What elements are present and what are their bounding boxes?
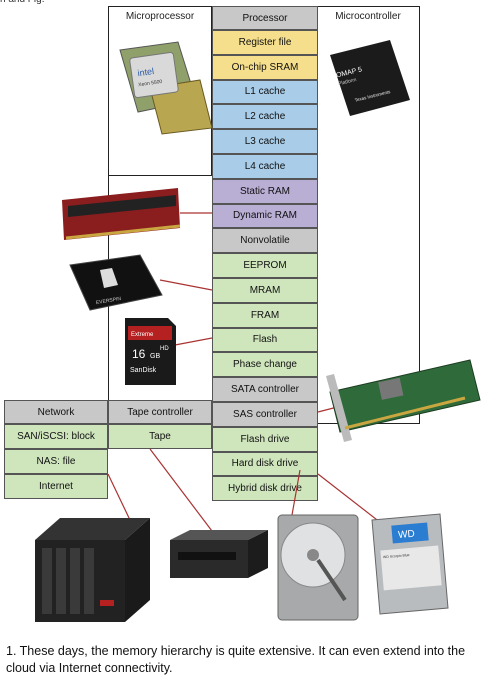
network-item-internet-label: Internet (39, 481, 73, 492)
tape-item-label: Tape (149, 431, 171, 442)
network-header-cell: Network (4, 400, 108, 424)
processor-cell-3: L2 cache (212, 104, 318, 130)
processor-cell-15: SAS controller (212, 402, 318, 427)
processor-cell-label: FRAM (250, 309, 280, 321)
processor-cell-5: L4 cache (212, 154, 318, 179)
processor-cell-label: Hybrid disk drive (228, 483, 302, 495)
processor-cell-1: On-chip SRAM (212, 54, 318, 80)
tape-controller-header-cell: Tape controller (108, 400, 212, 424)
sd-line-text: Extreme (131, 332, 154, 338)
tape-controller-header-label: Tape controller (127, 406, 193, 418)
processor-cell-11: FRAM (212, 302, 318, 328)
intel-brand-text: intel (137, 66, 155, 78)
processor-cell-8: Nonvolatile (212, 228, 318, 254)
network-item-san: SAN/iSCSI: block (4, 424, 108, 449)
sd-brand-text: SanDisk (130, 367, 157, 374)
intel-model-text: Xeon 5500 (138, 79, 163, 88)
wd-brand-text: WD (398, 529, 416, 541)
processor-cell-label: Flash (252, 334, 278, 346)
processor-cell-label: Flash drive (240, 433, 290, 445)
hard-disk-drive (277, 514, 359, 621)
figure-caption: 1. These days, the memory hierarchy is q… (6, 644, 466, 675)
network-item-nas-label: NAS: file (36, 456, 76, 467)
processor-cell-label: L1 cache (244, 86, 286, 98)
intel-cpu-chip: intel Xeon 5500 (119, 41, 213, 135)
ssd-drive: EVERSPIN (69, 254, 163, 311)
processor-cell-18: Hybrid disk drive (212, 476, 318, 502)
top-cut-text: n and Fig. (0, 0, 90, 6)
processor-cell-label: Register file (238, 36, 292, 48)
processor-cell-label: L3 cache (244, 136, 286, 148)
sd-capacity-text: 16 (132, 347, 146, 361)
tape-connector-line (149, 448, 216, 536)
processor-cell-label: On-chip SRAM (231, 61, 299, 73)
processor-cell-label: MRAM (249, 284, 281, 296)
omap-sub-text: Platform (338, 77, 358, 87)
processor-cell-label: EEPROM (243, 260, 287, 272)
processor-cell-12: Flash (212, 327, 318, 353)
processor-cell-label: Phase change (233, 359, 297, 371)
nas-connector-line (107, 473, 131, 521)
sdcard-connector-line (174, 337, 213, 346)
ssd-brand-text: EVERSPIN (96, 296, 122, 306)
nas-enclosure (35, 518, 150, 622)
processor-cell-label: Static RAM (239, 185, 290, 197)
processor-cell-9: EEPROM (212, 253, 318, 278)
ssd-connector-line (159, 279, 213, 291)
processor-cell-4: L3 cache (212, 129, 318, 154)
processor-cell-17: Hard disk drive (212, 451, 318, 477)
processor-cell-label: Hard disk drive (231, 458, 299, 470)
processor-cell-label: SATA controller (231, 384, 299, 396)
sd-card: Extreme 16 GB HD SanDisk (125, 318, 176, 385)
network-item-san-label: SAN/iSCSI: block (17, 431, 95, 442)
processor-cell-10: MRAM (212, 278, 318, 303)
microprocessor-frame (108, 6, 212, 176)
hdd-connector-line (291, 469, 301, 516)
processor-cell-label: L2 cache (244, 111, 286, 123)
network-item-nas: NAS: file (4, 449, 108, 474)
processor-cell-2: L1 cache (212, 79, 318, 105)
sd-unit-text: GB (150, 353, 160, 360)
tape-drive (170, 530, 268, 578)
microprocessor-header: Microprocessor (125, 11, 195, 22)
processor-header-label: Processor (242, 12, 288, 24)
network-header-label: Network (37, 406, 75, 418)
processor-cell-label: L4 cache (244, 160, 286, 172)
processor-cell-16: Flash drive (212, 426, 318, 452)
ram-module (62, 188, 181, 240)
sd-spec-text: HD (160, 346, 169, 352)
processor-header-cell: Processor (212, 6, 318, 30)
processor-cell-13: Phase change (212, 352, 318, 378)
omap-chip: OMAP 5 Platform Texas Instruments (330, 40, 410, 116)
hybrid-drive: WD WD Scorpio Blue (371, 513, 449, 615)
processor-cell-label: Nonvolatile (240, 235, 290, 247)
wd-model-text: WD Scorpio Blue (383, 553, 410, 559)
processor-cell-0: Register file (212, 30, 318, 55)
tape-item: Tape (108, 424, 212, 449)
processor-cell-label: Dynamic RAM (233, 210, 297, 222)
processor-cell-6: Static RAM (212, 178, 318, 204)
microcontroller-header: Microcontroller (335, 11, 401, 22)
raid-controller-card (326, 359, 481, 442)
network-item-internet: Internet (4, 474, 108, 499)
processor-cell-7: Dynamic RAM (212, 203, 318, 229)
processor-cell-label: SAS controller (233, 408, 297, 420)
processor-cell-14: SATA controller (212, 377, 318, 402)
